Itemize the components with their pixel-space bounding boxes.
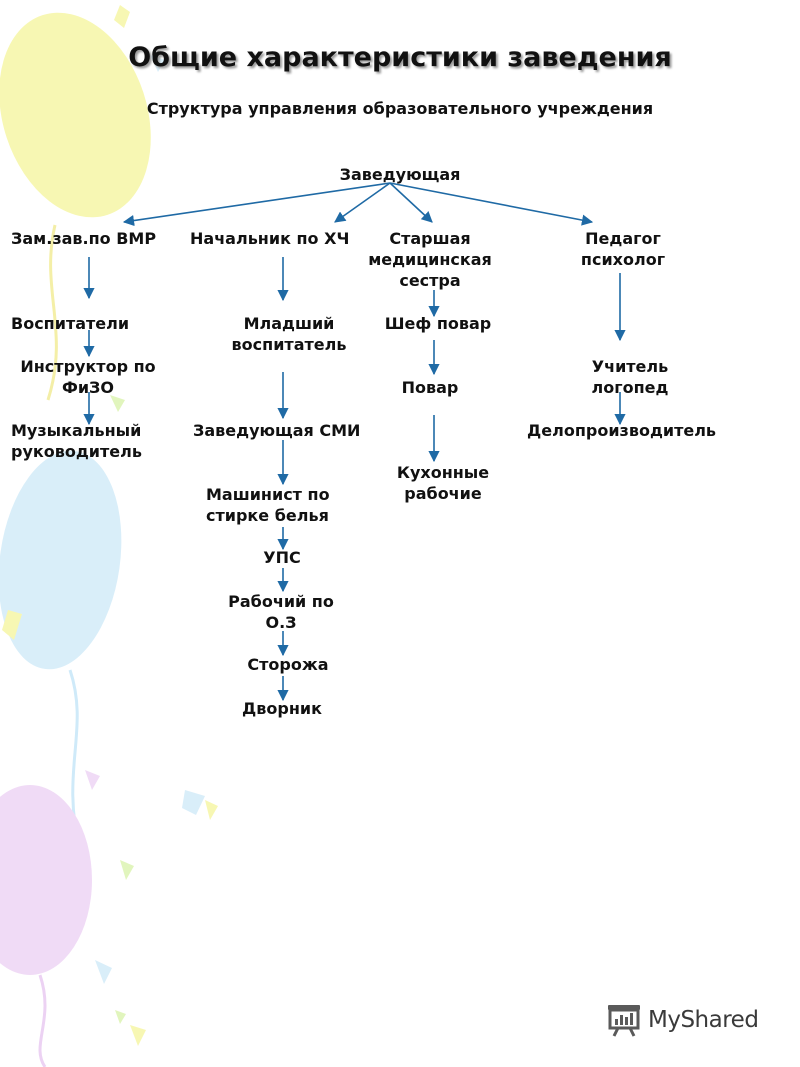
col3-item-3: Кухонные рабочие	[396, 463, 490, 503]
confetti	[95, 960, 112, 984]
col3-item-2: Повар	[401, 378, 459, 397]
balloon-string	[46, 224, 58, 401]
purple-balloon	[0, 785, 92, 975]
watermark-text: MyShared	[648, 1007, 759, 1033]
balloon-string	[38, 974, 47, 1067]
confetti	[114, 5, 130, 28]
confetti	[130, 1025, 146, 1046]
col3-head-node: Старшая медицинская сестра	[368, 229, 492, 290]
confetti	[90, 610, 104, 628]
confetti	[150, 55, 165, 72]
myshared-logo: MyShared	[606, 1003, 759, 1037]
col1-head-node: Зам.зав.по ВМР	[11, 229, 157, 248]
col4-item-1: Учитель логопед	[591, 357, 669, 397]
col2-item-1: Младший воспитатель	[231, 314, 347, 354]
col4-head-node: Педагог психолог	[580, 229, 666, 269]
col2-item-5: Рабочий по О.З	[228, 592, 334, 632]
org-root-node: Заведующая	[339, 165, 461, 184]
confetti	[85, 770, 100, 790]
col1-item-1: Воспитатели	[11, 314, 130, 333]
col2-head-node: Начальник по ХЧ	[190, 229, 350, 248]
col1-item-2: Инструктор по ФиЗО	[20, 357, 156, 397]
confetti	[120, 860, 134, 880]
confetti	[2, 610, 22, 640]
yellow-balloon	[0, 12, 151, 218]
presentation-board-icon	[608, 1005, 640, 1037]
slide-subtitle: Структура управления образовательного уч…	[146, 99, 654, 118]
blue-balloon	[0, 450, 122, 670]
col2-item-3: Машинист по стирке белья	[206, 485, 330, 525]
confetti	[205, 800, 218, 820]
col1-item-3: Музыкальный руководитель	[11, 421, 142, 461]
col2-item-7: Дворник	[242, 699, 322, 718]
confetti	[182, 790, 205, 815]
slide-title: Общие характеристики заведения	[128, 42, 672, 73]
confetti	[115, 1010, 126, 1024]
col3-item-1: Шеф повар	[384, 314, 492, 333]
col2-item-6: Сторожа	[247, 655, 329, 674]
confetti	[110, 395, 125, 412]
col2-item-2: Заведующая СМИ	[193, 421, 361, 440]
col4-item-2: Делопроизводитель	[527, 421, 717, 440]
col2-item-4: УПС	[263, 548, 301, 567]
